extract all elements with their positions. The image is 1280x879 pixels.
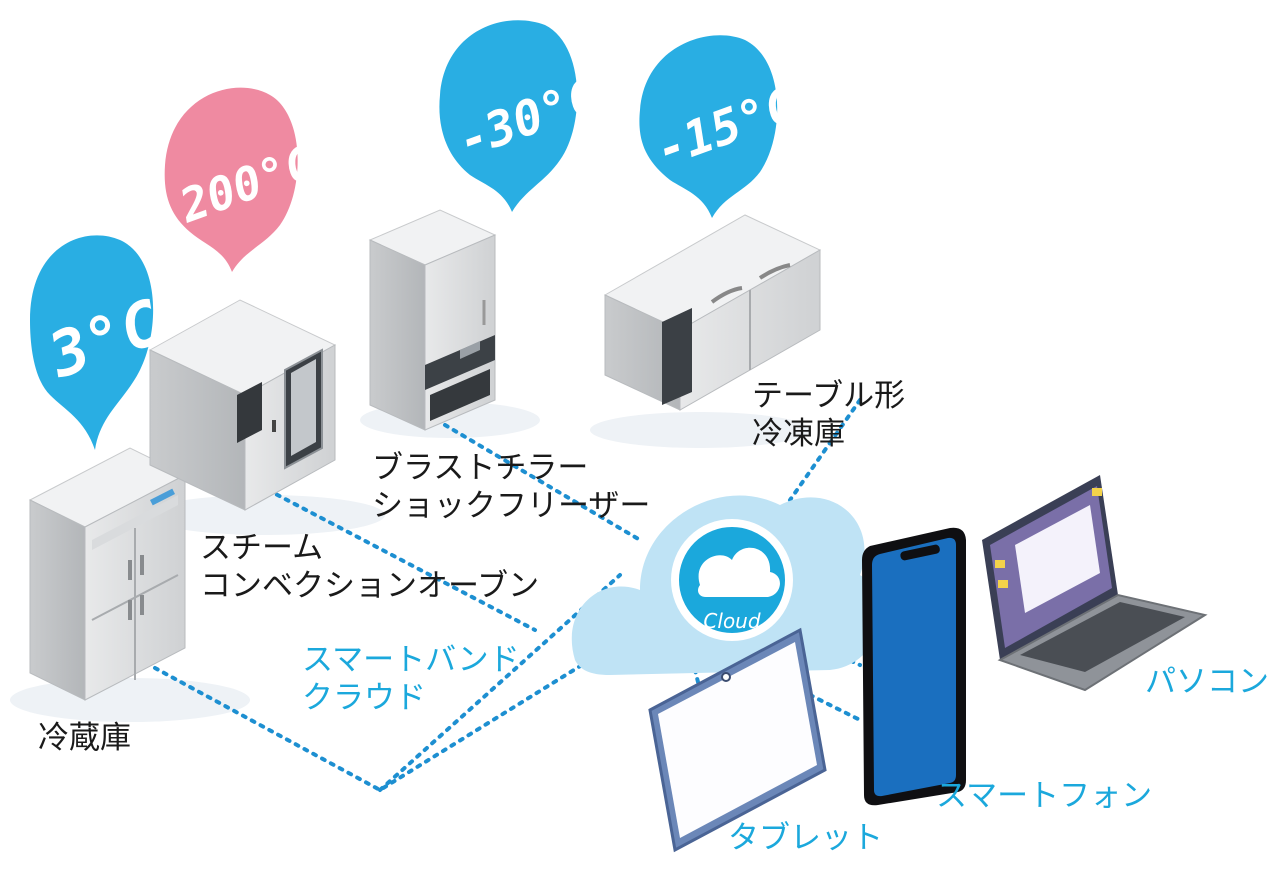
label-chiller-line1: ブラストチラー (372, 450, 589, 486)
label-pc: パソコン (1145, 664, 1269, 700)
label-smartphone: スマートフォン (936, 778, 1153, 814)
label-table-freezer-line2: 冷凍庫 (752, 416, 845, 452)
refrigerator (28, 447, 187, 701)
temp-bubble-oven: 200°C (164, 87, 322, 272)
combi-oven (148, 299, 337, 511)
temp-bubble-chiller: -30°C (439, 20, 606, 213)
label-tablet: タブレット (728, 820, 883, 856)
label-cloud-line2: クラウド (302, 680, 426, 716)
label-oven-line2: コンベクションオーブン (200, 568, 540, 604)
label-cloud-line1: スマートバンド (302, 642, 520, 678)
table-freezer (603, 214, 822, 411)
label-table-freezer-line1: テーブル形 (752, 378, 906, 414)
temp-bubble-fridge: 3°C (30, 235, 170, 450)
temp-bubble-table-freezer: -15°C (639, 35, 803, 219)
label-oven-line1: スチーム (200, 530, 324, 566)
tablet (648, 627, 827, 853)
laptop (982, 475, 1208, 692)
smartphone (862, 527, 966, 806)
blast-chiller (368, 209, 497, 431)
label-refrigerator: 冷蔵庫 (38, 720, 131, 756)
label-chiller-line2: ショックフリーザー (372, 488, 651, 524)
cloud-badge-label: Cloud (703, 609, 760, 633)
cloud-shape: Cloud (571, 495, 882, 675)
